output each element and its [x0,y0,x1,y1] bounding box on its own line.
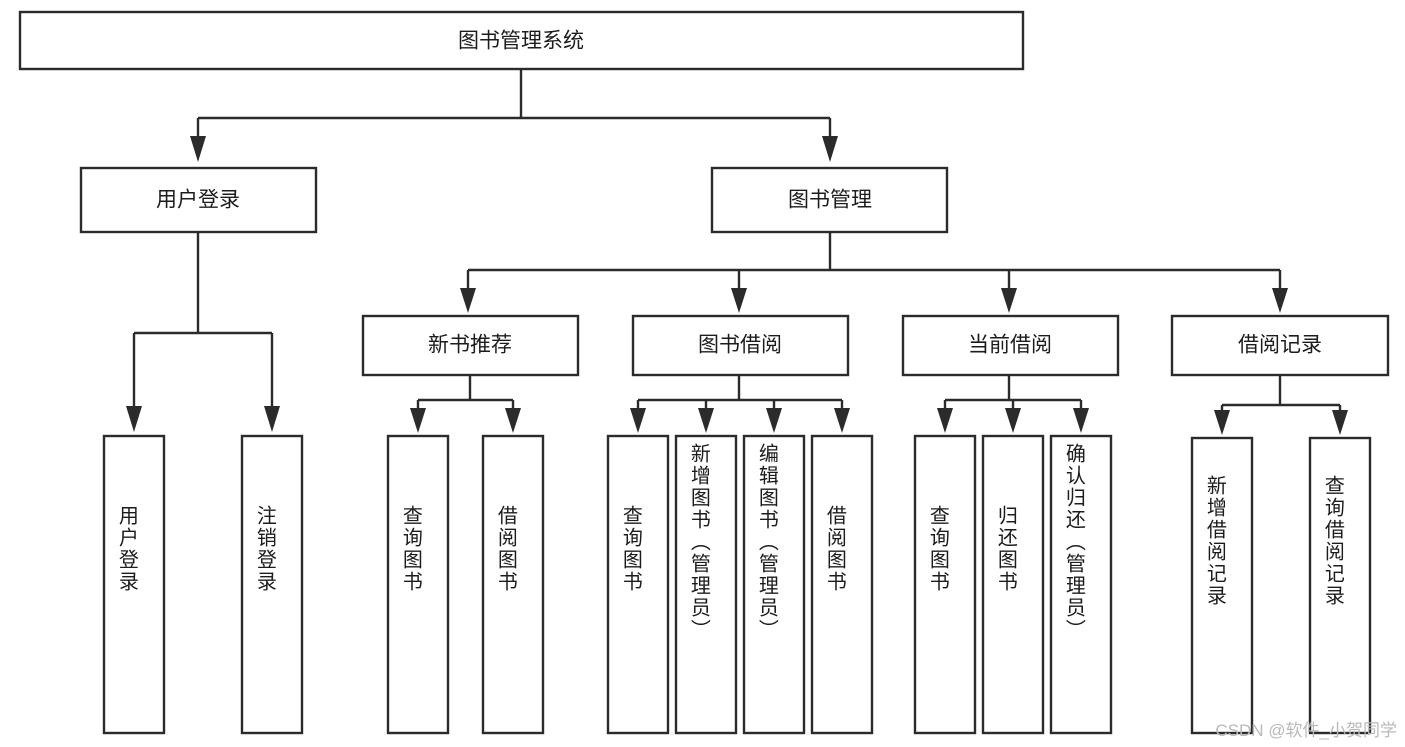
node-borrow-record[interactable]: 借阅记录 [1170,314,1390,377]
leaf-query-record-box[interactable] [1308,436,1372,735]
leaf-confirm-return-label: 确认归还（管理员） [1062,443,1085,641]
leaf-return-book-box[interactable] [981,434,1045,735]
arrow-head-leaf-query-book-2 [630,408,646,433]
arrow-head-leaf-edit-book [766,408,782,433]
leaf-return-book[interactable]: 归还图书 [981,434,1045,735]
leaf-query-book-2[interactable]: 查询图书 [606,434,670,735]
edge-group-book-management [460,232,1288,313]
node-new-book-recommend-label: 新书推荐 [428,334,512,357]
node-current-borrow-box[interactable] [901,314,1120,377]
node-current-borrow-label: 当前借阅 [968,334,1052,357]
node-new-book-recommend[interactable]: 新书推荐 [361,314,580,377]
watermark-text: CSDN @软件_小贺同学 [1215,721,1397,740]
leaf-confirm-return-box[interactable] [1049,434,1113,735]
node-book-borrow-label: 图书借阅 [698,334,782,357]
node-new-book-recommend-box[interactable] [361,314,580,377]
node-borrow-record-label: 借阅记录 [1238,334,1322,357]
leaf-query-book-1[interactable]: 查询图书 [386,434,450,735]
arrow-head-leaf-user-login [126,406,142,432]
edge-group-borrow-record [1214,375,1348,435]
leaf-edit-book-box[interactable] [742,434,806,735]
node-user-login-label: 用户登录 [156,189,240,212]
leaf-edit-book[interactable]: 编辑图书（管理员） [742,434,806,735]
leaf-borrow-book-1[interactable]: 借阅图书 [481,434,545,735]
leaf-query-book-1-label: 查询图书 [399,505,422,593]
leaf-query-book-3-label: 查询图书 [926,505,949,593]
arrow-head-book-management [822,136,838,162]
edge-group-user-login [126,232,280,432]
leaf-edit-book-label: 编辑图书（管理员） [755,443,778,641]
arrow-head-borrow-record [1272,288,1288,313]
arrow-head-leaf-borrow-book-1 [505,408,521,433]
edge-group-current-borrow [937,375,1089,433]
leaf-borrow-book-2-box[interactable] [810,434,874,735]
leaf-add-record-label: 新增借阅记录 [1203,475,1226,607]
arrow-head-leaf-query-record [1332,410,1348,435]
leaf-add-book-box[interactable] [674,434,738,735]
leaf-query-book-3-box[interactable] [913,434,977,735]
leaf-add-record[interactable]: 新增借阅记录 [1190,436,1254,735]
leaf-user-logout[interactable]: 注销登录 [240,434,304,735]
node-root-label: 图书管理系统 [458,30,584,53]
leaf-query-book-2-box[interactable] [606,434,670,735]
node-book-management-label: 图书管理 [788,189,872,212]
arrow-head-leaf-add-book [698,408,714,433]
leaf-query-book-1-box[interactable] [386,434,450,735]
leaf-query-book-3[interactable]: 查询图书 [913,434,977,735]
node-user-login[interactable]: 用户登录 [79,166,318,234]
leaf-borrow-book-2-label: 借阅图书 [823,505,846,593]
edge-group-new-book-recommend [410,375,521,433]
edge-group-root [190,69,838,162]
node-root[interactable]: 图书管理系统 [18,10,1025,71]
node-current-borrow[interactable]: 当前借阅 [901,314,1120,377]
leaf-user-logout-box[interactable] [240,434,304,735]
arrow-head-leaf-borrow-book-2 [834,408,850,433]
leaf-borrow-book-1-box[interactable] [481,434,545,735]
leaf-user-login-box[interactable] [102,434,166,735]
node-root-box[interactable] [18,10,1025,71]
arrow-head-leaf-query-book-1 [410,408,426,433]
leaf-add-record-box[interactable] [1190,436,1254,735]
arrow-head-new-book-recommend [460,288,476,313]
node-book-management[interactable]: 图书管理 [710,166,949,234]
node-book-borrow[interactable]: 图书借阅 [631,314,850,377]
arrow-head-book-borrow [731,288,747,313]
node-book-borrow-box[interactable] [631,314,850,377]
arrow-head-leaf-query-book-3 [937,408,953,433]
arrow-head-leaf-user-logout [264,406,280,432]
leaf-add-book[interactable]: 新增图书（管理员） [674,434,738,735]
leaf-return-book-label: 归还图书 [994,505,1017,593]
node-book-management-box[interactable] [710,166,949,234]
edge-group-book-borrow [630,375,850,433]
leaf-query-record-label: 查询借阅记录 [1321,475,1344,607]
leaf-borrow-book-2[interactable]: 借阅图书 [810,434,874,735]
leaf-borrow-book-1-label: 借阅图书 [494,505,517,593]
node-user-login-box[interactable] [79,166,318,234]
arrow-head-leaf-return-book [1005,408,1021,433]
node-borrow-record-box[interactable] [1170,314,1390,377]
leaf-add-book-label: 新增图书（管理员） [687,443,710,641]
arrow-head-leaf-add-record [1214,410,1230,435]
leaf-user-logout-label: 注销登录 [253,505,276,593]
arrow-head-current-borrow [1001,288,1017,313]
leaf-confirm-return[interactable]: 确认归还（管理员） [1049,434,1113,735]
arrow-head-leaf-confirm-return [1073,408,1089,433]
leaf-user-login[interactable]: 用户登录 [102,434,166,735]
leaf-user-login-label: 用户登录 [115,505,138,593]
arrow-head-user-login [190,136,206,162]
leaf-query-record[interactable]: 查询借阅记录 [1308,436,1372,735]
leaf-query-book-2-label: 查询图书 [619,505,642,593]
